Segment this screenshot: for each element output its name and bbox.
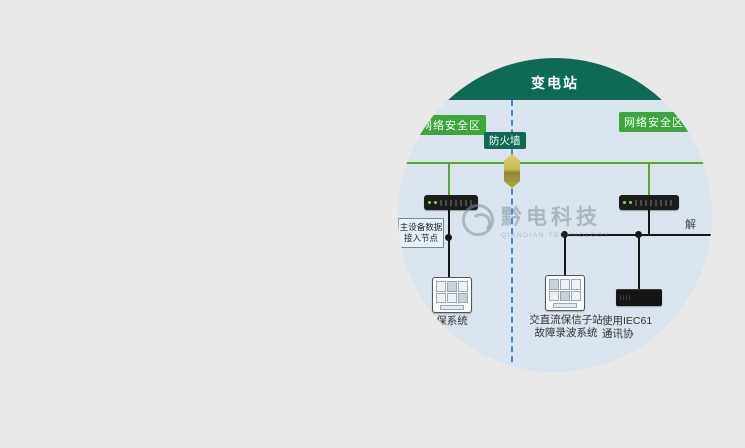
junction-dot-middle — [561, 231, 568, 238]
zone-label-left: 网络安全区 — [416, 115, 486, 135]
clipped-right-edge-label: 解 — [685, 219, 696, 231]
switch-ports — [440, 199, 474, 206]
watermark-cn: 黔电科技 — [501, 206, 601, 229]
zone-label-right: 网络安全区 — [619, 112, 689, 132]
relay-faceplate — [549, 279, 581, 301]
switch-led-icon — [623, 201, 626, 204]
junction-dot-left — [445, 234, 452, 241]
green-stub-right — [648, 162, 650, 196]
wire-recorder-drop — [638, 234, 640, 289]
network-switch-right — [619, 195, 679, 210]
caption-middle-line1: 交直流保信子站 — [529, 314, 603, 326]
switch-ports — [635, 199, 675, 206]
access-node-box: 主设备数据 接入节点 — [398, 218, 444, 248]
substation-diagram-circle: 变电站 网络安全区 网络安全区 防火墙 主设备数据 接入节点 — [398, 58, 712, 372]
switch-led-icon — [428, 201, 431, 204]
switch-led-icon — [434, 201, 437, 204]
caption-right-line2: 通讯协 — [602, 328, 634, 341]
junction-dot-right — [635, 231, 642, 238]
green-stub-left — [448, 162, 450, 196]
fault-recorder-device — [616, 289, 662, 306]
firewall-label: 防火墙 — [484, 132, 526, 149]
diagram-header-band: 变电站 — [398, 58, 712, 100]
protection-relay-left — [432, 277, 472, 313]
caption-middle-line2: 故障录波系统 — [534, 327, 598, 340]
green-bus-line — [398, 162, 712, 164]
access-node-line2: 接入节点 — [403, 233, 438, 243]
relay-faceplate — [436, 281, 468, 303]
access-node-line1: 主设备数据 — [399, 221, 443, 232]
network-switch-left — [424, 195, 478, 210]
switch-led-icon — [629, 201, 632, 204]
caption-middle-system: 交直流保信子站 故障录波系统 — [520, 314, 612, 340]
caption-right-line1: 使用IEC61 — [602, 315, 653, 327]
zone-divider-dashed-line — [511, 100, 513, 372]
relay-slot — [439, 305, 465, 310]
relay-slot — [552, 303, 578, 308]
substation-title: 变电站 — [531, 75, 579, 91]
caption-left-system: 保系统 — [436, 315, 468, 327]
wire-right-switch-drop — [648, 210, 650, 236]
caption-right-protocol: 使用IEC61 通讯协 — [602, 315, 680, 341]
protection-relay-middle — [545, 275, 585, 311]
wire-relay2-drop — [564, 234, 566, 276]
device-vent — [620, 295, 630, 300]
wire-left-vertical — [448, 210, 450, 277]
firewall-icon — [504, 154, 520, 188]
